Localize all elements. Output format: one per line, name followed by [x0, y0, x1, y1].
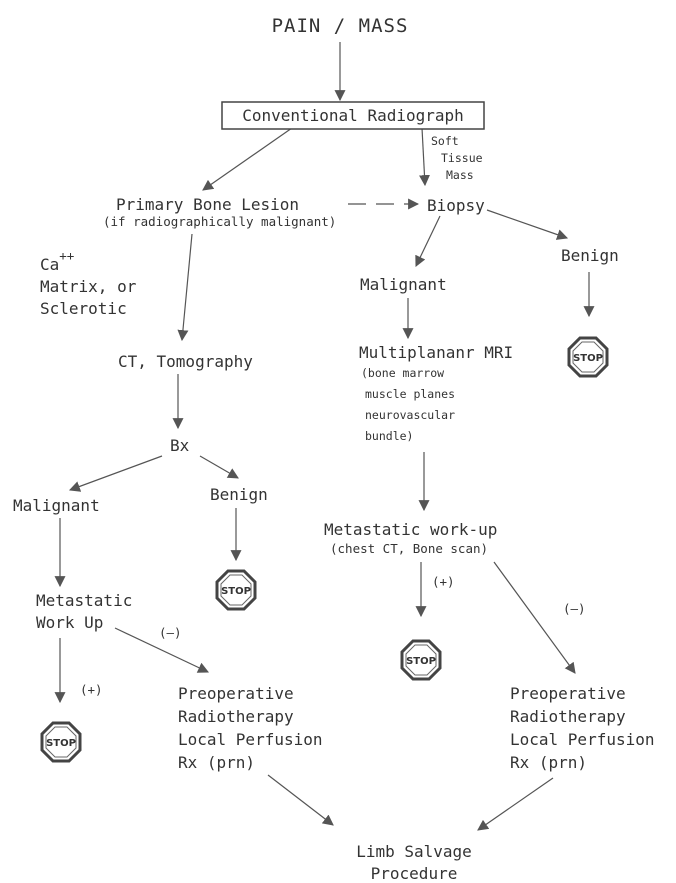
arrow-preop-left-to-limb [267, 774, 334, 826]
preop-right-3: Local Perfusion [510, 730, 655, 749]
arrow-met-to-preop-right [493, 561, 576, 674]
arrow-radiograph-to-biopsy [418, 127, 430, 187]
preop-left-1: Preoperative [178, 684, 294, 703]
preop-right-2: Radiotherapy [510, 707, 626, 726]
stop-sign-met-left: STOP [40, 721, 82, 763]
malignant-left: Malignant [13, 496, 100, 515]
malignant-from-biopsy: Malignant [360, 275, 447, 294]
stop-sign-met-right: STOP [400, 639, 442, 681]
preop-left-3: Local Perfusion [178, 730, 323, 749]
soft-tissue-label-2: Tissue [441, 151, 483, 165]
svg-text:STOP: STOP [221, 586, 251, 597]
mri-sub-1: (bone marrow [361, 366, 444, 380]
primary-bone-lesion: Primary Bone Lesion [116, 195, 299, 214]
arrow-biopsy-to-benign [486, 209, 569, 240]
primary-bone-lesion-sub: (if radiographically malignant) [103, 214, 336, 229]
minus-label-right: (–) [563, 601, 586, 616]
plus-label-right: (+) [432, 574, 455, 589]
soft-tissue-label-3: Mass [446, 168, 474, 182]
arrow-bx-to-malignant [68, 455, 163, 492]
ca-label: Ca++ [40, 248, 74, 274]
preop-left-2: Radiotherapy [178, 707, 294, 726]
limb-salvage-1: Limb Salvage [356, 842, 472, 861]
matrix-label: Matrix, or [40, 277, 137, 296]
biopsy-label: Biopsy [427, 196, 485, 215]
mri-label: Multiplananr MRI [359, 343, 513, 362]
benign-mid: Benign [210, 485, 268, 504]
arrow-preop-right-to-limb [477, 777, 554, 831]
preop-left-4: Rx (prn) [178, 753, 255, 772]
metastatic-workup-right: Metastatic work-up [324, 520, 497, 539]
arrow-primary-to-ct [177, 233, 193, 342]
svg-text:STOP: STOP [46, 738, 76, 749]
sclerotic-label: Sclerotic [40, 299, 127, 318]
metastatic-work-up-left-2: Work Up [36, 613, 103, 632]
preop-right-1: Preoperative [510, 684, 626, 703]
preop-right-4: Rx (prn) [510, 753, 587, 772]
conventional-radiograph-label: Conventional Radiograph [242, 106, 464, 125]
plus-label-left: (+) [80, 682, 103, 697]
bx-label: Bx [170, 436, 190, 455]
ca-superscript: ++ [59, 248, 74, 263]
conventional-radiograph-box [221, 101, 485, 130]
mri-sub-2: muscle planes [365, 387, 455, 401]
svg-text:STOP: STOP [573, 353, 603, 364]
minus-label-left: (–) [159, 625, 182, 640]
soft-tissue-label-1: Soft [431, 134, 459, 148]
stop-sign-benign-right: STOP [567, 336, 609, 378]
arrow-biopsy-to-malignant [415, 215, 441, 267]
limb-salvage-2: Procedure [371, 864, 458, 883]
metastatic-work-up-left-1: Metastatic [36, 591, 132, 610]
benign-from-biopsy: Benign [561, 246, 619, 265]
mri-sub-4: bundle) [365, 429, 413, 443]
arrow-bx-to-benign [199, 455, 239, 479]
ct-tomography: CT, Tomography [118, 352, 253, 371]
arrow-metwork-to-preop [114, 627, 209, 673]
metastatic-workup-right-sub: (chest CT, Bone scan) [330, 541, 488, 556]
title-pain-mass: PAIN / MASS [272, 15, 409, 37]
mri-sub-3: neurovascular [365, 408, 455, 422]
svg-text:STOP: STOP [406, 656, 436, 667]
arrow-radiograph-to-primary [202, 127, 293, 191]
stop-sign-benign-mid: STOP [215, 569, 257, 611]
